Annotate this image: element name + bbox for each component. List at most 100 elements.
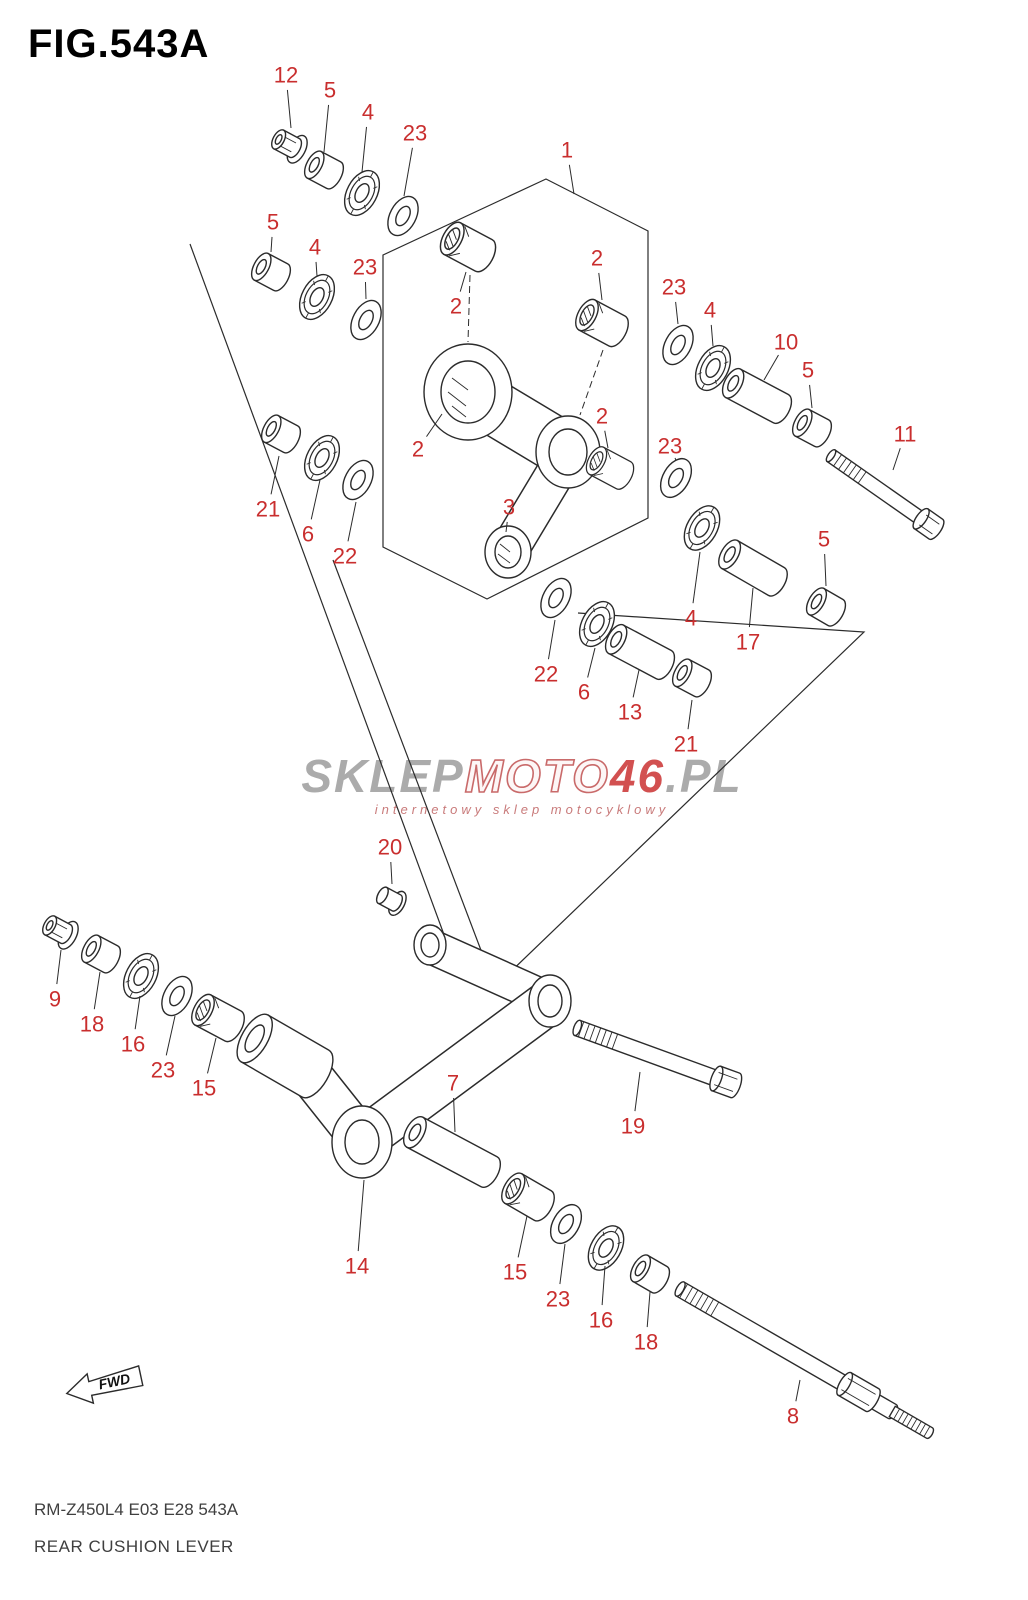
callout-5: 5: [818, 527, 830, 552]
part-6-dust-seal: [296, 429, 348, 487]
part-2-bearing: [434, 217, 502, 277]
part-4-dust-seal: [676, 499, 728, 557]
callout-9: 9: [49, 987, 61, 1012]
callout-23: 23: [151, 1058, 175, 1083]
part-8-shaft: [674, 1281, 935, 1440]
callout-2: 2: [591, 246, 603, 271]
callout-leader-2: [598, 272, 603, 301]
callout-2: 2: [596, 404, 608, 429]
part-19-bolt: [572, 1019, 743, 1099]
part-23-washer: [653, 452, 699, 504]
callout-leader-18: [93, 971, 101, 1010]
callout-19: 19: [621, 1114, 645, 1139]
callout-leader-5: [270, 236, 273, 253]
callout-leader-11: [892, 448, 901, 471]
callout-leader-4: [315, 261, 318, 277]
cushion-lever-assembly: [423, 343, 601, 579]
watermark-brand: SKLEPMOTO46.PL: [301, 750, 743, 802]
callout-3: 3: [503, 495, 515, 520]
callout-leader-16: [601, 1265, 606, 1306]
part-23-washer: [655, 319, 701, 371]
footer-figure-title: REAR CUSHION LEVER: [34, 1537, 234, 1556]
callout-leader-2: [604, 430, 609, 449]
part-21-collar: [256, 411, 306, 457]
callout-leader-6: [587, 647, 596, 678]
callout-16: 16: [589, 1308, 613, 1333]
callout-leader-13: [632, 669, 640, 698]
callout-21: 21: [256, 497, 280, 522]
chain-left-mid: [256, 411, 381, 506]
callout-10: 10: [774, 330, 798, 355]
callout-5: 5: [324, 78, 336, 103]
callout-leader-22: [347, 501, 357, 542]
callout-leader-4: [692, 551, 701, 604]
callout-leader-23: [675, 301, 679, 325]
axis-dashed-lines: [467, 274, 604, 416]
callout-leader-12: [286, 89, 292, 129]
part-5-collar: [801, 584, 851, 630]
chain-right-upper: [655, 319, 945, 541]
callout-leader-2: [426, 413, 443, 437]
callout-23: 23: [658, 434, 682, 459]
watermark-tagline: internetowy sklep motocyklowy: [374, 802, 670, 818]
part-22-washer: [533, 572, 579, 624]
callout-leader-6: [310, 479, 321, 520]
part-15-bearing: [496, 1168, 560, 1226]
callout-leader-23: [165, 1015, 176, 1056]
part-2-bearing: [570, 295, 634, 351]
callout-13: 13: [618, 700, 642, 725]
callout-leader-4: [710, 324, 714, 347]
part-5-collar: [246, 249, 296, 295]
callout-7: 7: [447, 1071, 459, 1096]
callout-leader-1: [568, 164, 575, 195]
callout-21: 21: [674, 732, 698, 757]
callout-4: 4: [685, 606, 697, 631]
callout-5: 5: [802, 358, 814, 383]
callout-leader-21: [687, 699, 693, 730]
fwd-arrow: FWD: [65, 1365, 144, 1405]
callout-6: 6: [578, 680, 590, 705]
callout-4: 4: [704, 298, 716, 323]
callout-leader-9: [56, 949, 62, 985]
callout-leader-8: [795, 1379, 801, 1402]
callout-leader-7: [453, 1097, 456, 1133]
part-23-washer: [380, 190, 426, 242]
part-13-spacer: [600, 620, 680, 684]
callout-leader-16: [134, 995, 141, 1030]
part-9-flange-nut: [37, 908, 83, 953]
callout-14: 14: [345, 1254, 369, 1279]
callout-leader-23: [403, 147, 413, 197]
callout-leader-18: [646, 1291, 651, 1328]
watermark-pl: .PL: [665, 750, 743, 802]
callout-leader-5: [824, 553, 827, 587]
watermark: SKLEPMOTO46.PL internetowy sklep motocyk…: [301, 750, 743, 818]
callout-leader-17: [748, 587, 754, 628]
fwd-label: FWD: [97, 1370, 132, 1392]
callout-leader-21: [270, 455, 280, 495]
callout-2: 2: [412, 437, 424, 462]
callout-4: 4: [362, 100, 374, 125]
part-23-washer: [343, 294, 389, 346]
chain-bottom-center: [533, 572, 717, 701]
callout-4: 4: [309, 235, 321, 260]
callout-18: 18: [634, 1330, 658, 1355]
part-4-dust-seal: [336, 164, 388, 222]
callout-leader-23: [674, 457, 677, 461]
callout-15: 15: [192, 1076, 216, 1101]
callout-20: 20: [378, 835, 402, 860]
callout-leader-3: [505, 521, 508, 533]
callout-16: 16: [121, 1032, 145, 1057]
footer-model-code: RM-Z450L4 E03 E28 543A: [34, 1500, 239, 1519]
part-10-spacer: [717, 364, 797, 428]
callout-leader-19: [634, 1071, 641, 1112]
part-7-spacer: [402, 1115, 502, 1188]
part-18-collar: [76, 931, 126, 977]
callout-22: 22: [333, 544, 357, 569]
callout-leader-5: [809, 384, 813, 409]
watermark-moto: MOTO: [464, 750, 610, 802]
explosion-lines: [189, 243, 866, 981]
callout-23: 23: [403, 121, 427, 146]
part-16-dust-seal: [115, 947, 167, 1005]
